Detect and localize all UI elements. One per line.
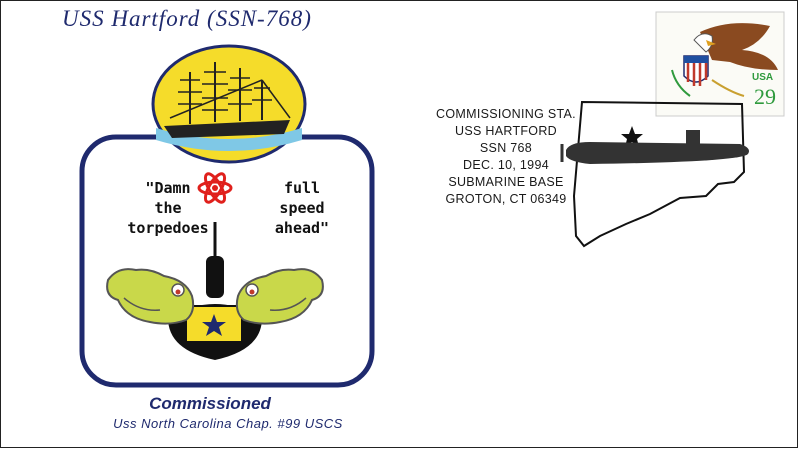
commissioned-label: Commissioned [149, 394, 271, 413]
motto-right-text: full speed ahead" [258, 178, 346, 238]
postmark-line: COMMISSIONING STA. [436, 107, 576, 121]
stamp-country: USA [752, 72, 774, 83]
submarine-insignia [168, 222, 262, 360]
cover-title: USS Hartford (SSN-768) [62, 6, 312, 31]
postmark-line: SSN 768 [479, 141, 533, 155]
postmark-line: USS HARTFORD [455, 124, 557, 138]
eagle-shield-icon [655, 11, 785, 117]
motto-left-lines: "Damn the torpedoes [127, 179, 209, 237]
postmark-cancellation: COMMISSIONING STA. USS HARTFORD SSN 768 … [406, 106, 606, 208]
postmark-line: GROTON, CT 06349 [445, 192, 567, 206]
dolphin-right-icon [235, 268, 324, 325]
motto-left-text: "Damn the torpedoes [114, 178, 222, 238]
postmark-line: DEC. 10, 1994 [463, 158, 549, 172]
connecticut-outline-icon [572, 100, 746, 248]
motto-right-lines: full speed ahead" [274, 179, 330, 237]
stamp-denomination: 29 [754, 84, 776, 109]
postmark-line: SUBMARINE BASE [448, 175, 564, 189]
dolphin-left-icon [106, 268, 195, 325]
chapter-label: Uss North Carolina Chap. #99 USCS [113, 416, 343, 431]
submarine-silhouette-icon [560, 130, 749, 164]
atom-icon [197, 172, 233, 204]
sailing-ship-icon [151, 44, 307, 164]
